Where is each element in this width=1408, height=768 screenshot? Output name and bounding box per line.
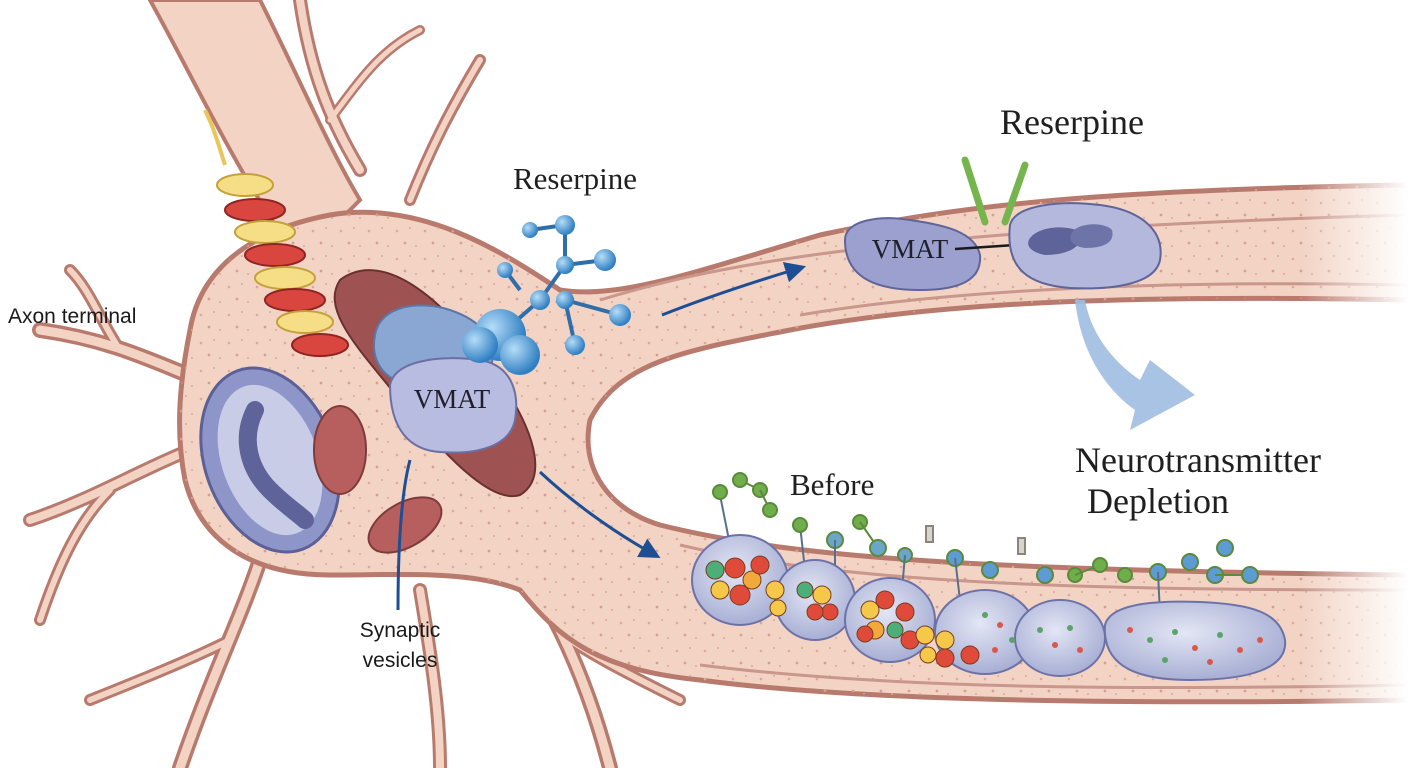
synaptic-label-line1: Synaptic (360, 619, 441, 642)
dendrites (23, 0, 686, 768)
axon-terminal-label: Axon terminal (8, 305, 136, 328)
vesicle-train (691, 472, 1287, 682)
depleted-vesicle-dots (982, 612, 1263, 665)
synaptic-vesicle (1014, 599, 1106, 677)
reserpine-blocker-icon (961, 156, 1029, 226)
reserpine-label-left: Reserpine (513, 161, 637, 196)
vmat-label-left: VMAT (414, 384, 491, 414)
synaptic-vesicle (1103, 600, 1287, 682)
flow-arrows (396, 262, 807, 611)
before-label: Before (790, 467, 874, 502)
synaptic-vesicles-pointer (396, 459, 412, 611)
myelin-stack (203, 109, 349, 357)
synaptic-vesicle (844, 577, 936, 663)
nucleus (199, 366, 341, 554)
depletion-label-line2: Depletion (1087, 481, 1229, 521)
depletion-arrow (1075, 300, 1195, 430)
vmat-upper-branch: VMAT (843, 202, 1162, 292)
neurotransmitter-particles (705, 555, 980, 668)
vmat-label-right: VMAT (872, 234, 949, 264)
vmat-complex-left: VMAT (373, 304, 518, 454)
depletion-label-line1: Neurotransmitter (1075, 440, 1321, 480)
reserpine-molecule-icon (462, 215, 631, 375)
reserpine-label-top: Reserpine (1000, 102, 1144, 142)
neurotransmitter-markers (712, 472, 1259, 616)
synaptic-label-line2: vesicles (363, 649, 438, 672)
